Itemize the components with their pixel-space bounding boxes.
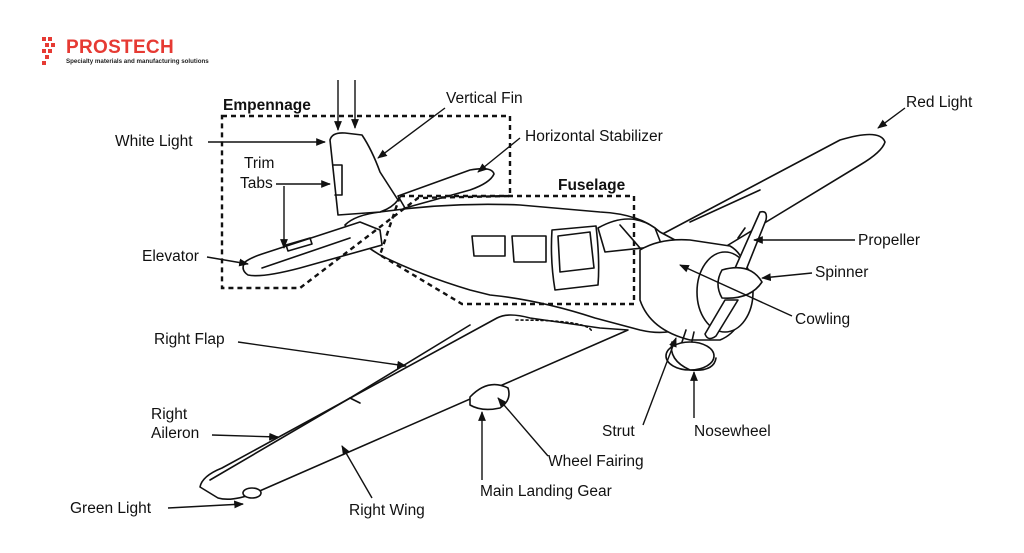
label-vertical-fin: Vertical Fin [446,90,523,107]
label-green-light: Green Light [70,500,152,517]
label-cowling: Cowling [795,311,850,328]
label-trim: Trim [244,155,274,172]
right-aileron-line [209,397,351,481]
brand-name: PROSTECH [66,37,174,58]
label-empennage: Empennage [223,97,311,114]
horizontal-stabilizer [397,167,495,209]
brand-tagline: Specialty materials and manufacturing so… [66,58,209,65]
label-main-landing-gear: Main Landing Gear [480,483,612,500]
empennage-box [220,114,512,290]
spinner-shape [717,266,763,299]
label-spinner: Spinner [815,264,868,281]
label-right-flap: Right Flap [154,331,225,348]
green-light-shape [242,487,262,499]
label-right-wing: Right Wing [349,502,425,519]
window-middle [511,235,547,263]
label-aileron: Aileron [151,425,199,442]
airplane-illustration [199,132,886,500]
label-fuselage: Fuselage [558,177,626,194]
vertical-fin-shape [329,132,399,216]
leader-lines [167,80,906,509]
label-strut: Strut [602,423,635,440]
label-tabs: Tabs [240,175,273,192]
label-horizontal-stabilizer: Horizontal Stabilizer [525,128,663,145]
label-wheel-fairing: Wheel Fairing [548,453,644,470]
prostech-logo-mark-icon [42,37,55,65]
label-right: Right [151,406,188,423]
label-red-light: Red Light [906,94,973,111]
window-rear [471,235,506,257]
label-nosewheel: Nosewheel [694,423,771,440]
left-wing [654,133,886,251]
right-wing-shape [199,314,629,500]
window-door [557,231,595,273]
right-flap-line [349,324,471,399]
fuselage-box [378,194,636,306]
label-propeller: Propeller [858,232,920,249]
label-elevator: Elevator [142,248,199,265]
label-white-light: White Light [115,133,193,150]
